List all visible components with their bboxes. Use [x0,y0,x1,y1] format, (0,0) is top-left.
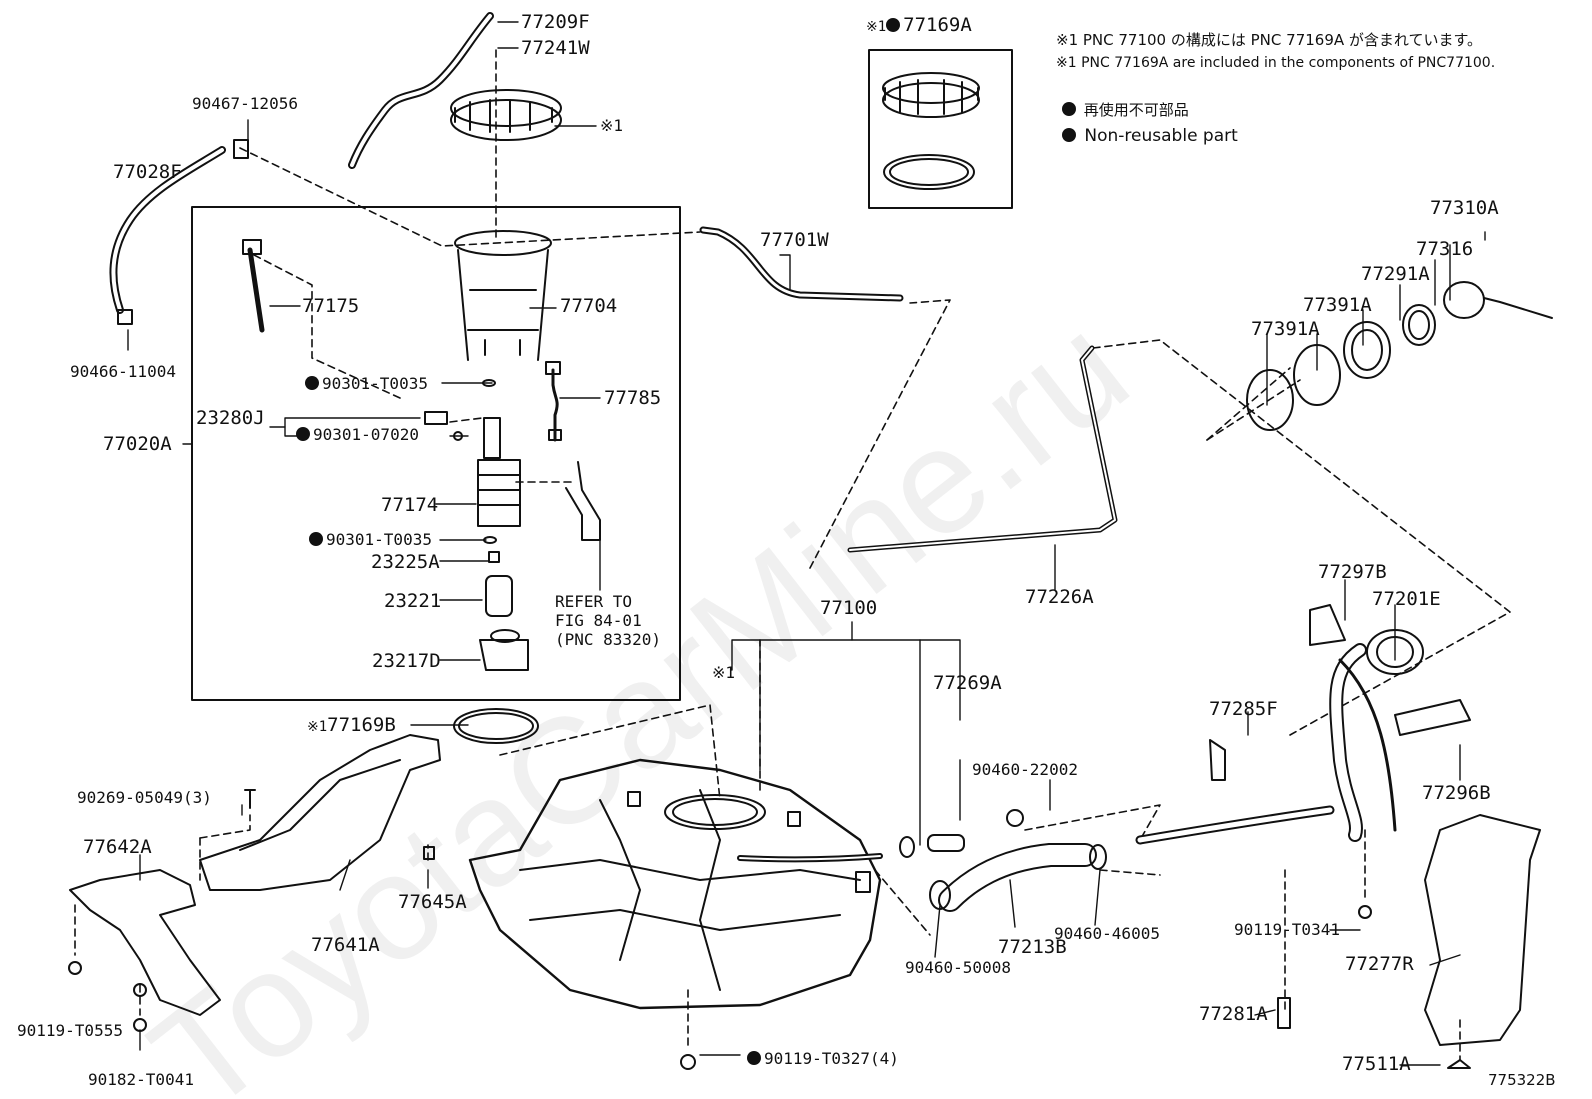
pump-top [454,230,552,256]
label-77100: 77100 [820,597,878,619]
dashed-leaders [74,49,1511,1061]
pump-assembly-frame [191,206,681,701]
label-90119-T0341: 90119-T0341 [1234,920,1340,939]
mark-ref-1-tank: ※1 [712,663,736,682]
label-77169A-text: 77169A [903,14,972,36]
legend-note-en: ※1 PNC 77169A are included in the compon… [1056,55,1496,71]
label-23221: 23221 [384,590,442,612]
label-77169B-text: 77169B [327,714,396,736]
mark-ref-1-gasket: ※1 [307,719,328,735]
nonreusable-dot-icon [296,427,310,441]
label-77785: 77785 [604,387,662,409]
label-90119-T0327-text: 90119-T0327(4) [764,1049,899,1068]
label-77201E: 77201E [1372,588,1441,610]
label-77641A: 77641A [311,934,380,956]
label-77269A: 77269A [933,672,1002,694]
insulator-77641a [199,734,441,891]
label-77213B: 77213B [998,936,1067,958]
label-77169B: ※177169B [307,716,396,735]
mark-ref-1-inset: ※1 [866,19,887,35]
label-90182-T0041: 90182-T0041 [88,1070,194,1089]
label-77316: 77316 [1416,238,1474,260]
label-77642A: 77642A [83,836,152,858]
label-90119-T0327: 90119-T0327(4) [747,1051,899,1067]
label-77209F: 77209F [521,11,590,33]
label-leaders [127,21,1486,1066]
nonreusable-dot-icon [886,18,901,32]
label-77291A: 77291A [1361,263,1430,285]
label-77296B: 77296B [1422,782,1491,804]
nonreusable-dot-icon [1062,102,1076,116]
label-90301-T0035-a: 90301-T0035 [305,376,428,392]
label-77297B: 77297B [1318,561,1387,583]
gasket-77169b [453,708,539,744]
label-90301-T0035-b-text: 90301-T0035 [326,530,432,549]
label-90460-46005: 90460-46005 [1054,924,1160,943]
nonreusable-dot-icon [1062,128,1076,142]
label-90466-11004: 90466-11004 [70,362,176,381]
label-90301-T0035-b: 90301-T0035 [309,532,432,548]
legend-nonreusable-en: Non-reusable part [1062,128,1238,145]
label-77645A: 77645A [398,891,467,913]
label-77511A: 77511A [1342,1053,1411,1075]
protector-77277r [1424,814,1541,1046]
label-77241W: 77241W [521,37,590,59]
label-77226A: 77226A [1025,586,1094,608]
legend-nonreusable-jp-text: 再使用不可部品 [1083,101,1189,119]
label-90301-07020-text: 90301-07020 [313,425,419,444]
label-77174: 77174 [381,494,439,516]
nonreusable-dot-icon [747,1051,761,1065]
label-77028F: 77028F [113,161,182,183]
label-77704: 77704 [560,295,618,317]
legend-nonreusable-jp: 再使用不可部品 [1062,102,1189,118]
label-23225A: 23225A [371,551,440,573]
refer-line-2: FIG 84-01 [555,611,642,630]
label-77285F: 77285F [1209,698,1278,720]
fuel-tank [468,758,882,1010]
label-77281A: 77281A [1199,1003,1268,1025]
label-90460-50008: 90460-50008 [905,958,1011,977]
mark-ref-1: ※1 [600,116,624,135]
pump-motor [485,575,513,617]
legend-note-jp: ※1 PNC 77100 の構成には PNC 77169A が含まれています。 [1056,31,1482,49]
legend-nonreusable-en-text: Non-reusable part [1084,126,1238,146]
label-23280J: 23280J [196,407,265,429]
lock-ring [450,99,562,141]
label-77310A: 77310A [1430,197,1499,219]
refer-line-1: REFER TO [555,592,633,611]
label-77169A: ※1 77169A [866,16,972,35]
refer-line-3: (PNC 83320) [555,630,661,649]
inset-frame [868,49,1013,209]
insulator-77642a [69,869,221,1016]
label-90301-T0035-a-text: 90301-T0035 [322,374,428,393]
tube-77226a [847,345,1118,553]
label-90119-T0555: 90119-T0555 [17,1021,123,1040]
label-23217D: 23217D [372,650,441,672]
nonreusable-dot-icon [305,376,319,390]
pump-strainer [479,639,529,671]
label-90269-05049: 90269-05049(3) [77,788,212,807]
nonreusable-dot-icon [309,532,323,546]
label-90301-07020: 90301-07020 [296,427,419,443]
label-90460-22002: 90460-22002 [972,760,1078,779]
label-77391A-a: 77391A [1303,294,1372,316]
sender-gauge-rod [247,247,265,333]
label-77391A-b: 77391A [1251,318,1320,340]
filter-body [477,459,521,527]
label-77020A: 77020A [103,433,172,455]
label-77175: 77175 [302,295,360,317]
label-77277R: 77277R [1345,953,1414,975]
label-90467-12056: 90467-12056 [192,94,298,113]
label-77701W: 77701W [760,229,829,251]
figure-id: 775322B [1488,1071,1556,1089]
